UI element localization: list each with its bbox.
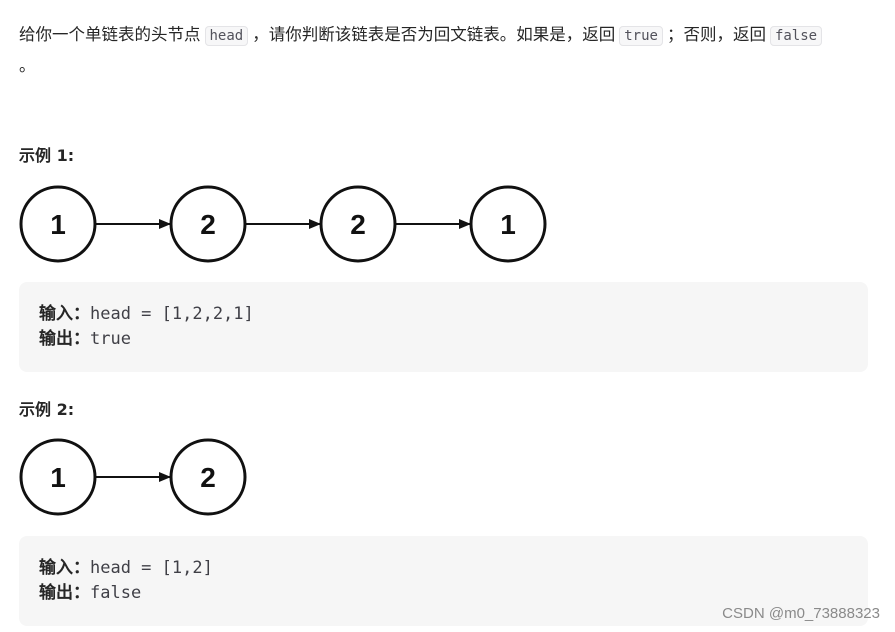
node-value: 2: [200, 462, 216, 493]
node-value: 1: [50, 209, 66, 240]
list-node: 1: [19, 185, 97, 263]
problem-text-3: ；否则，返回: [666, 25, 766, 44]
problem-text-4: 。: [19, 56, 36, 75]
example-1-output-line: 输出：true: [39, 327, 848, 352]
example-1-linked-list-diagram: 1 2 2 1: [19, 185, 547, 263]
example-2-title: 示例 2:: [19, 400, 75, 419]
inline-code-false: false: [769, 26, 823, 46]
output-label: 输出：: [39, 583, 90, 603]
list-node: 2: [169, 185, 247, 263]
input-label: 输入：: [39, 558, 90, 578]
node-value: 2: [200, 209, 216, 240]
node-value: 1: [50, 462, 66, 493]
input-label: 输入：: [39, 304, 90, 324]
output-value: true: [90, 329, 131, 349]
output-label: 输出：: [39, 329, 90, 349]
list-node: 2: [169, 438, 247, 516]
inline-code-head: head: [204, 26, 249, 46]
example-2-linked-list-diagram: 1 2: [19, 438, 247, 516]
inline-code-true: true: [619, 26, 663, 46]
problem-text-2: ，请你判断该链表是否为回文链表。如果是，返回: [252, 25, 616, 44]
output-value: false: [90, 583, 142, 603]
input-value: head = [1,2]: [90, 558, 213, 578]
list-node: 2: [319, 185, 397, 263]
example-1-title: 示例 1:: [19, 146, 75, 165]
example-2-output-line: 输出：false: [39, 581, 848, 606]
problem-text-1: 给你一个单链表的头节点: [19, 25, 201, 44]
list-node: 1: [19, 438, 97, 516]
node-value: 2: [350, 209, 366, 240]
example-2-input-line: 输入：head = [1,2]: [39, 556, 848, 581]
example-2-io-block: 输入：head = [1,2] 输出：false: [19, 536, 868, 626]
input-value: head = [1,2,2,1]: [90, 304, 254, 324]
node-value: 1: [500, 209, 516, 240]
example-1-input-line: 输入：head = [1,2,2,1]: [39, 302, 848, 327]
csdn-watermark: CSDN @m0_73888323: [722, 605, 880, 622]
example-1-io-block: 输入：head = [1,2,2,1] 输出：true: [19, 282, 868, 372]
list-node: 1: [469, 185, 547, 263]
